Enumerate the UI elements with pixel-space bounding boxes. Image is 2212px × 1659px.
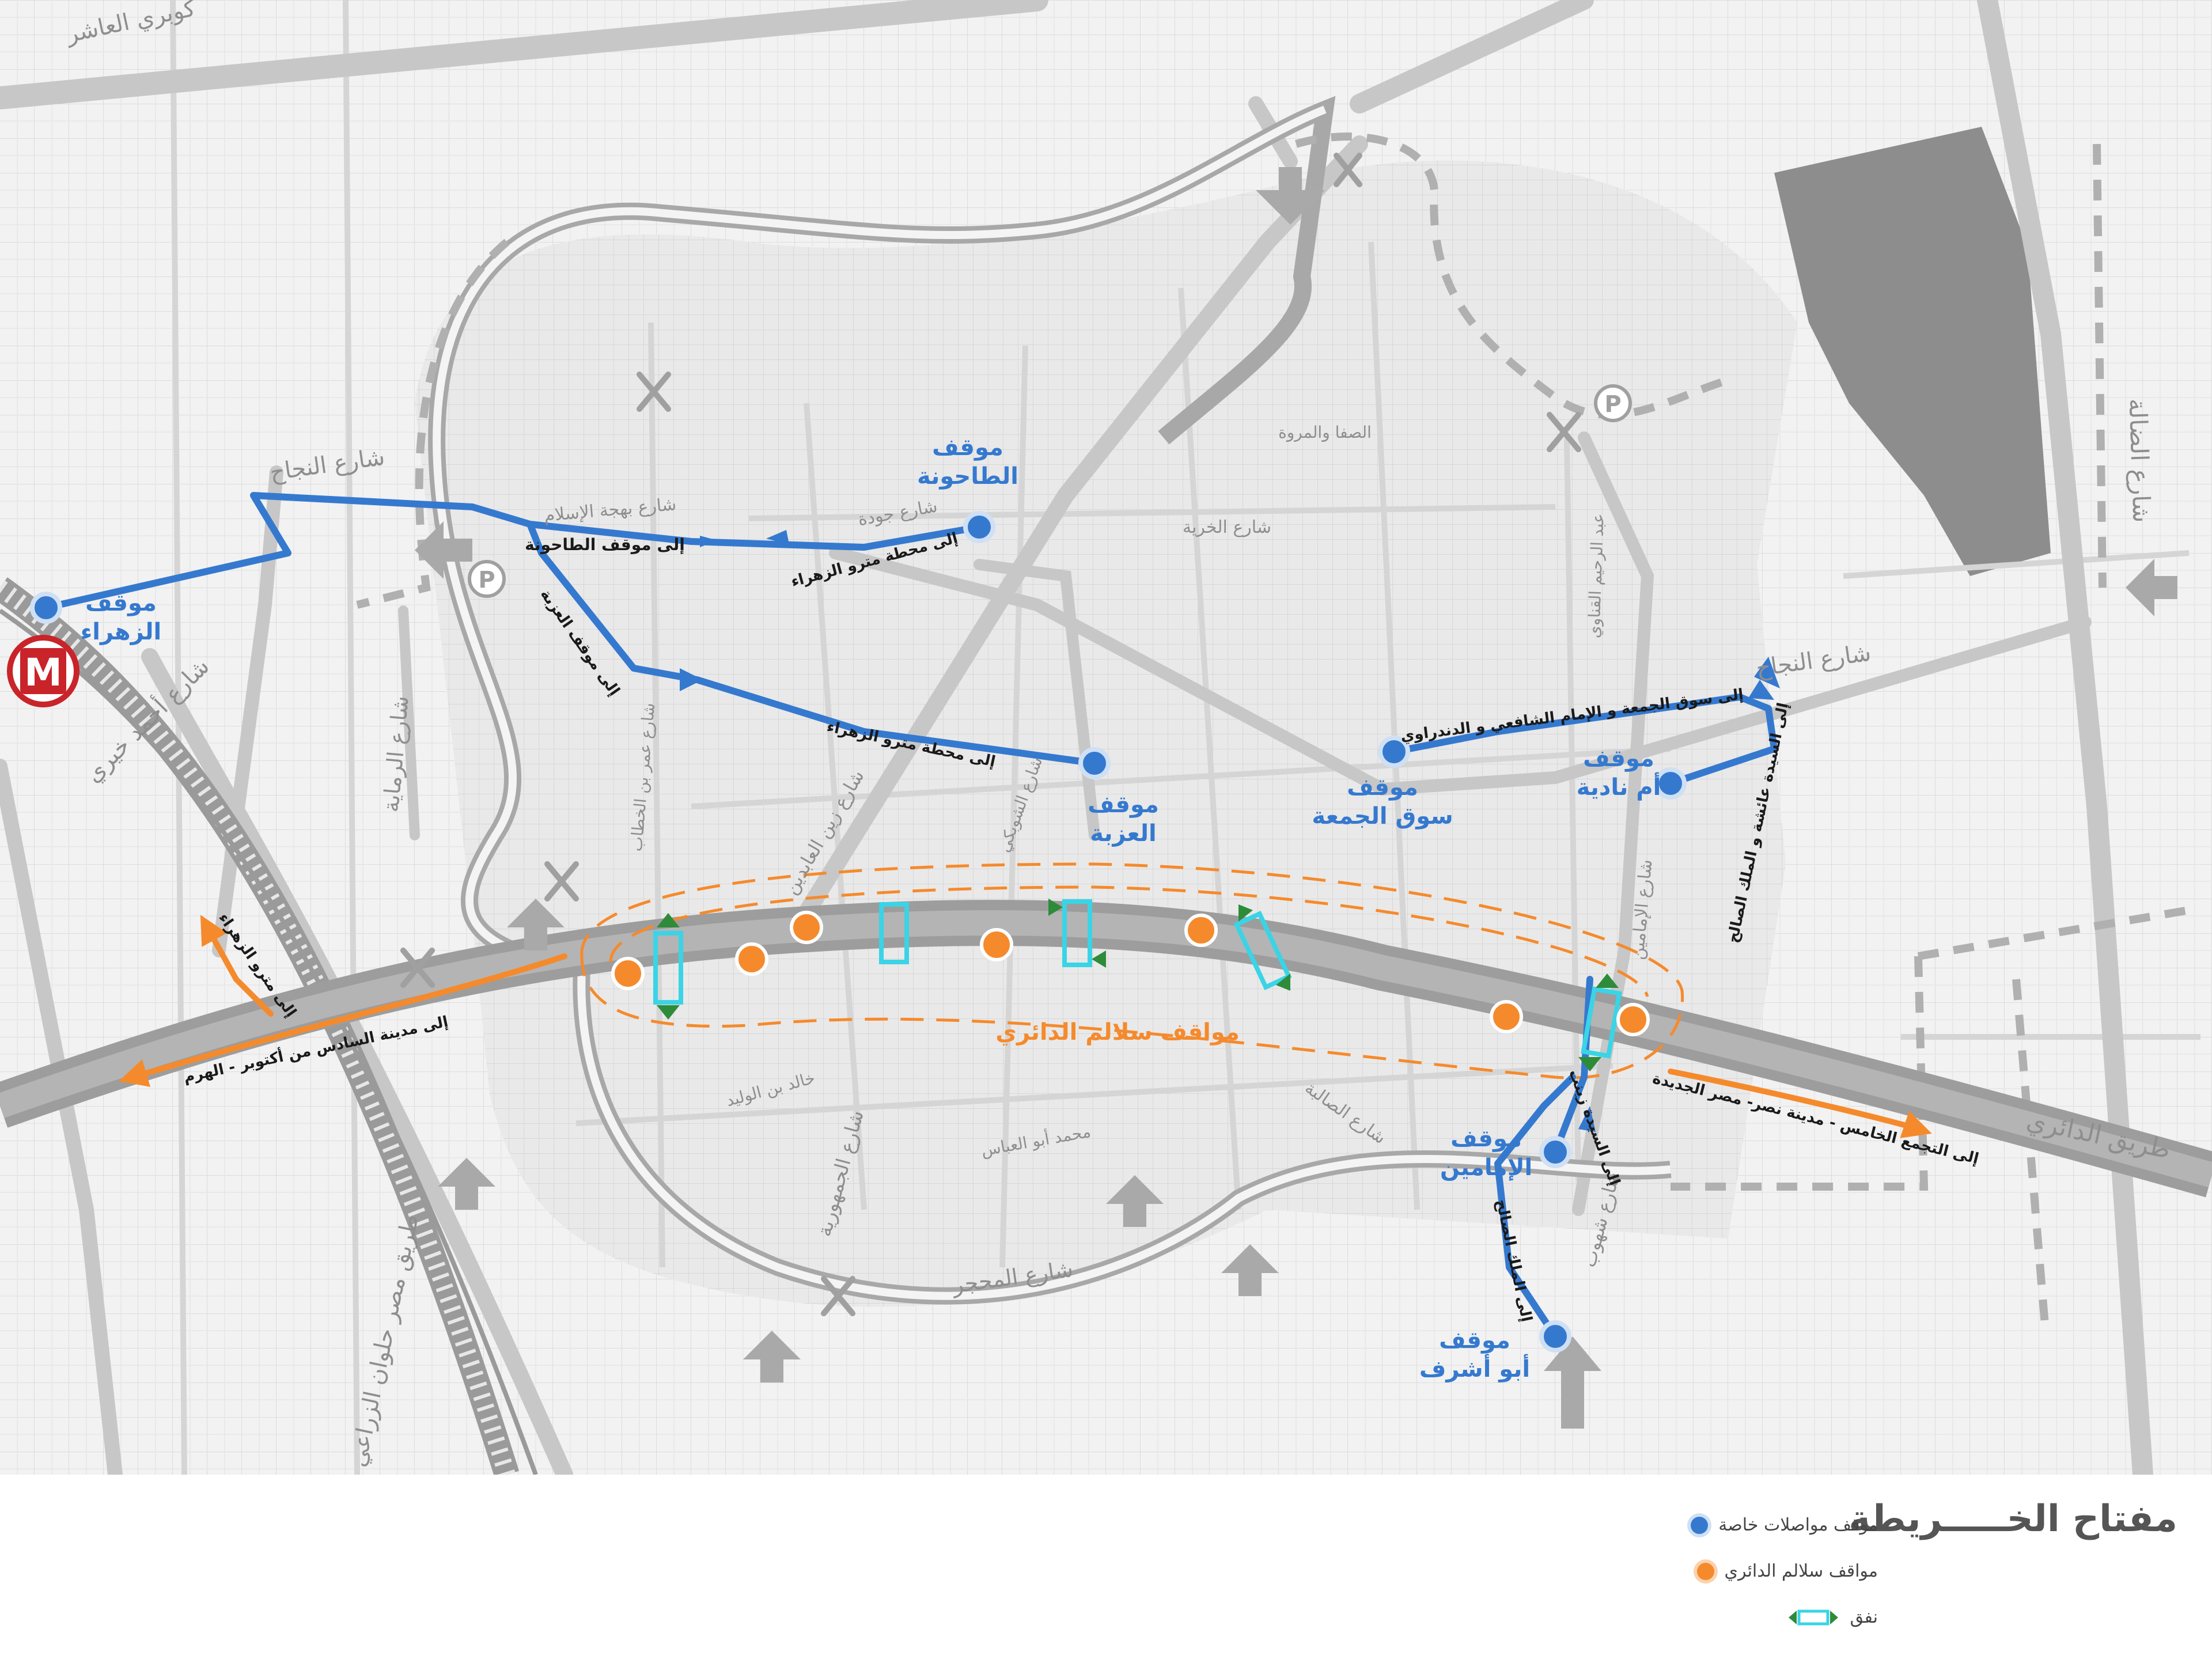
map-legend: مفتاح الخـــــريطة موقف مواصلات خاصة موا… bbox=[0, 1475, 2212, 1659]
road-label-qanawi: عبد الرحيم القناوي bbox=[1584, 513, 1608, 639]
legend-row-ring-stop: مواقف سلالم الدائري bbox=[1696, 1561, 1878, 1581]
road-label-dalala: شارع الضالة bbox=[2123, 398, 2156, 523]
stop-label-tahouna-2: الطاحونة bbox=[917, 463, 1018, 490]
route-zahraa-najah bbox=[43, 492, 700, 683]
private-stop-icon bbox=[1691, 1516, 1709, 1534]
minor-streets bbox=[170, 0, 2200, 1475]
gray-landmass bbox=[1774, 127, 2051, 576]
svg-text:P: P bbox=[1604, 391, 1621, 418]
legend-tunnel-label: نفق bbox=[1850, 1607, 1878, 1627]
neighborhood-area bbox=[415, 160, 1797, 1307]
traffic-arrows bbox=[415, 167, 2177, 1429]
ring-road bbox=[0, 900, 2212, 1198]
route-imamain-north bbox=[1552, 976, 1593, 1156]
ring-stop-icon bbox=[1696, 1562, 1714, 1580]
stop-label-umm-nadia-1: موقف bbox=[1583, 745, 1654, 772]
stop-label-abu-ashraf-2: أبو أشرف bbox=[1419, 1354, 1530, 1382]
tunnel-1 bbox=[653, 931, 683, 1005]
stop-label-azba-2: العزبة bbox=[1090, 820, 1156, 847]
parking-symbols: P P bbox=[468, 384, 1632, 598]
closed-marks bbox=[400, 153, 1581, 1316]
legend-title: مفتاح الخـــــريطة bbox=[1849, 1498, 2177, 1540]
stop-label-souq-1: موقف bbox=[1347, 774, 1418, 801]
metro-station-icon: M bbox=[7, 635, 79, 707]
dashed-boundary bbox=[356, 132, 2190, 1325]
tunnel-icon bbox=[1789, 1609, 1839, 1625]
stop-imamain-marker bbox=[1539, 1136, 1571, 1168]
svg-text:M: M bbox=[24, 650, 62, 695]
ring-stops-label: مواقف سلالم الدائري bbox=[995, 1019, 1239, 1046]
legend-private-stop-label: موقف مواصلات خاصة bbox=[1718, 1515, 1878, 1535]
stop-zahraa-marker bbox=[30, 592, 62, 624]
route-imamain bbox=[1494, 1074, 1576, 1340]
private-stop-markers bbox=[30, 511, 1687, 1353]
stop-azba-marker bbox=[1078, 747, 1111, 779]
route-najah-tahouna bbox=[527, 521, 983, 551]
tunnel-3 bbox=[1062, 899, 1092, 967]
legend-ring-stop-label: مواقف سلالم الدائري bbox=[1724, 1561, 1878, 1581]
orange-routes bbox=[119, 915, 1932, 1138]
stop-labels: موقف الزهراء موقف الطاحونة موقف العزبة م… bbox=[81, 434, 1661, 1382]
stop-label-umm-nadia-2: أم نادية bbox=[1577, 772, 1661, 801]
blue-route-arrows bbox=[680, 530, 1780, 1132]
map-canvas[interactable]: P P M bbox=[0, 0, 2212, 1475]
stop-label-imamain-2: الإمامين bbox=[1440, 1154, 1532, 1181]
tunnel-4 bbox=[1233, 911, 1292, 990]
stop-label-souq-2: سوق الجمعة bbox=[1312, 803, 1453, 830]
tunnel-5 bbox=[1581, 986, 1622, 1059]
stop-label-azba-1: موقف bbox=[1088, 791, 1159, 818]
stop-souq-marker bbox=[1378, 736, 1410, 768]
stop-label-zahraa-1: موقف bbox=[85, 590, 157, 616]
ring-stop-markers bbox=[611, 911, 1650, 1036]
stop-umm-nadia-marker bbox=[1654, 767, 1687, 800]
route-label-to-tahouna: إلى موقف الطاحونة bbox=[525, 535, 685, 555]
stop-label-zahraa-2: الزهراء bbox=[81, 619, 161, 645]
svg-text:P: P bbox=[478, 567, 495, 593]
stop-tahouna-marker bbox=[963, 511, 995, 543]
road-label-safa-marwa: الصفا والمروة bbox=[1278, 423, 1372, 442]
legend-row-private-stop: موقف مواصلات خاصة bbox=[1691, 1515, 1878, 1535]
tunnel-2 bbox=[879, 902, 909, 964]
stop-label-imamain-1: موقف bbox=[1450, 1126, 1522, 1152]
blue-routes bbox=[43, 492, 1778, 1340]
stop-label-tahouna-1: موقف bbox=[932, 434, 1003, 461]
tunnel-arrows bbox=[657, 899, 1619, 1071]
stop-abu-ashraf-marker bbox=[1539, 1320, 1571, 1353]
road-label-khureya: شارع الخرية bbox=[1183, 517, 1271, 537]
stop-label-abu-ashraf-1: موقف bbox=[1439, 1327, 1510, 1354]
district-boundary bbox=[428, 96, 1672, 1305]
legend-row-tunnel: نفق bbox=[1787, 1607, 1878, 1627]
ring-stops-zone bbox=[580, 862, 1684, 1080]
route-souq bbox=[1391, 694, 1778, 787]
tunnels bbox=[653, 899, 1622, 1059]
route-azba-metro bbox=[694, 676, 1098, 767]
